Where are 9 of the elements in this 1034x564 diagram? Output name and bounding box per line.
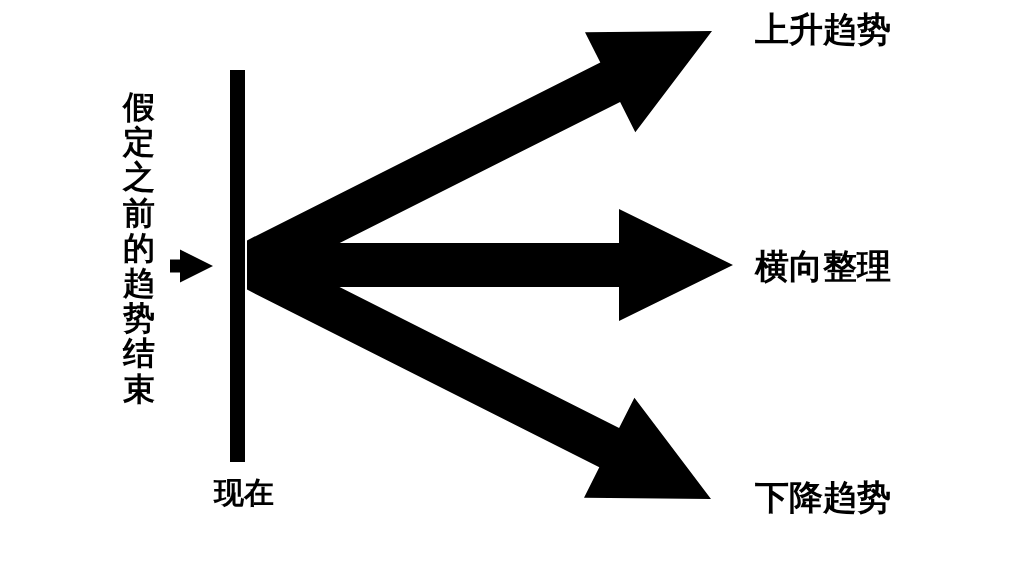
trend-label: 下降趋势: [755, 479, 891, 517]
vertical-caption: 假定之前的趋势结束: [123, 90, 155, 407]
arrow: [170, 249, 213, 283]
arrow: [247, 287, 711, 499]
trend-label: 上升趋势: [755, 11, 891, 49]
now-label: 现在: [214, 476, 274, 509]
trend-label: 横向整理: [755, 248, 891, 286]
arrow: [247, 209, 733, 321]
arrow: [247, 31, 712, 243]
